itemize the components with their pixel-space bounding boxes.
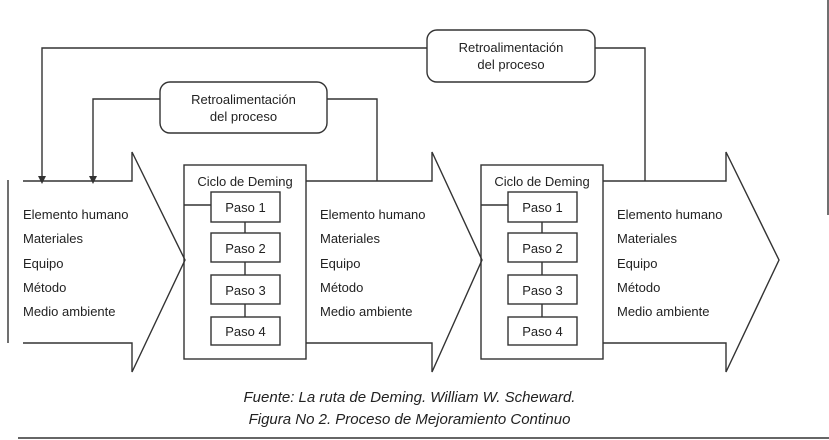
stage-item: Equipo	[23, 255, 64, 271]
step-label: Paso 1	[225, 200, 266, 215]
stage-item: Medio ambiente	[320, 304, 413, 320]
step-label: Paso 4	[225, 324, 266, 339]
cycle-title-1: Ciclo de Deming	[197, 174, 293, 189]
step-connectors	[184, 204, 543, 317]
step-boxes	[210, 191, 578, 346]
stage-item: Método	[617, 279, 661, 295]
feedback-line-outer	[595, 47, 646, 181]
stage-item: Equipo	[320, 255, 361, 271]
feedback-outer-line1: Retroalimentación	[458, 40, 564, 55]
feedback-line-inner	[327, 98, 378, 181]
stage-item: Método	[320, 279, 364, 295]
feedback-inner-line1: Retroalimentación	[191, 92, 296, 107]
arrowhead-icon	[38, 176, 97, 184]
stage-list-3: Elemento humano Materiales Equipo Método…	[617, 203, 723, 324]
feedback-box-inner	[159, 81, 328, 134]
stage-item: Elemento humano	[23, 207, 129, 222]
stage-item: Medio ambiente	[23, 304, 116, 320]
stage-list-1: Elemento humano Materiales Equipo Método…	[23, 203, 129, 324]
feedback-box-outer	[426, 29, 596, 83]
step-label: Paso 3	[522, 283, 563, 298]
deming-box-1	[183, 164, 307, 360]
arrow-shape-3	[603, 151, 780, 373]
stage-item: Elemento humano	[320, 207, 426, 222]
deming-box-2	[480, 164, 604, 360]
feedback-line-inner-return	[92, 98, 160, 181]
stage-list-2: Elemento humano Materiales Equipo Método…	[320, 203, 426, 324]
caption-source: Fuente: La ruta de Deming. William W. Sc…	[243, 389, 576, 406]
cycle-title-2: Ciclo de Deming	[494, 174, 590, 189]
stage-item: Medio ambiente	[617, 304, 710, 320]
step-label: Paso 2	[522, 241, 563, 256]
stage-item: Equipo	[617, 255, 658, 271]
stage-item: Materiales	[617, 231, 677, 247]
step-label: Paso 2	[225, 241, 266, 256]
stage-item: Materiales	[320, 231, 380, 247]
step-label: Paso 1	[522, 200, 563, 215]
stage-item: Elemento humano	[617, 207, 723, 222]
arrow-shape-2	[306, 151, 483, 373]
feedback-label-outer: Retroalimentación del proceso	[427, 39, 595, 73]
arrow-shape-1	[23, 151, 186, 373]
feedback-label-inner: Retroalimentación del proceso	[160, 91, 327, 125]
stage-item: Método	[23, 279, 67, 295]
step-label: Paso 3	[225, 283, 266, 298]
feedback-inner-line2: del proceso	[209, 109, 278, 124]
step-label: Paso 4	[522, 324, 563, 339]
stage-item: Materiales	[23, 231, 83, 247]
feedback-outer-line2: del proceso	[477, 57, 545, 72]
feedback-line-outer-return	[41, 47, 427, 181]
caption-figure: Figura No 2. Proceso de Mejoramiento Con…	[248, 411, 571, 428]
